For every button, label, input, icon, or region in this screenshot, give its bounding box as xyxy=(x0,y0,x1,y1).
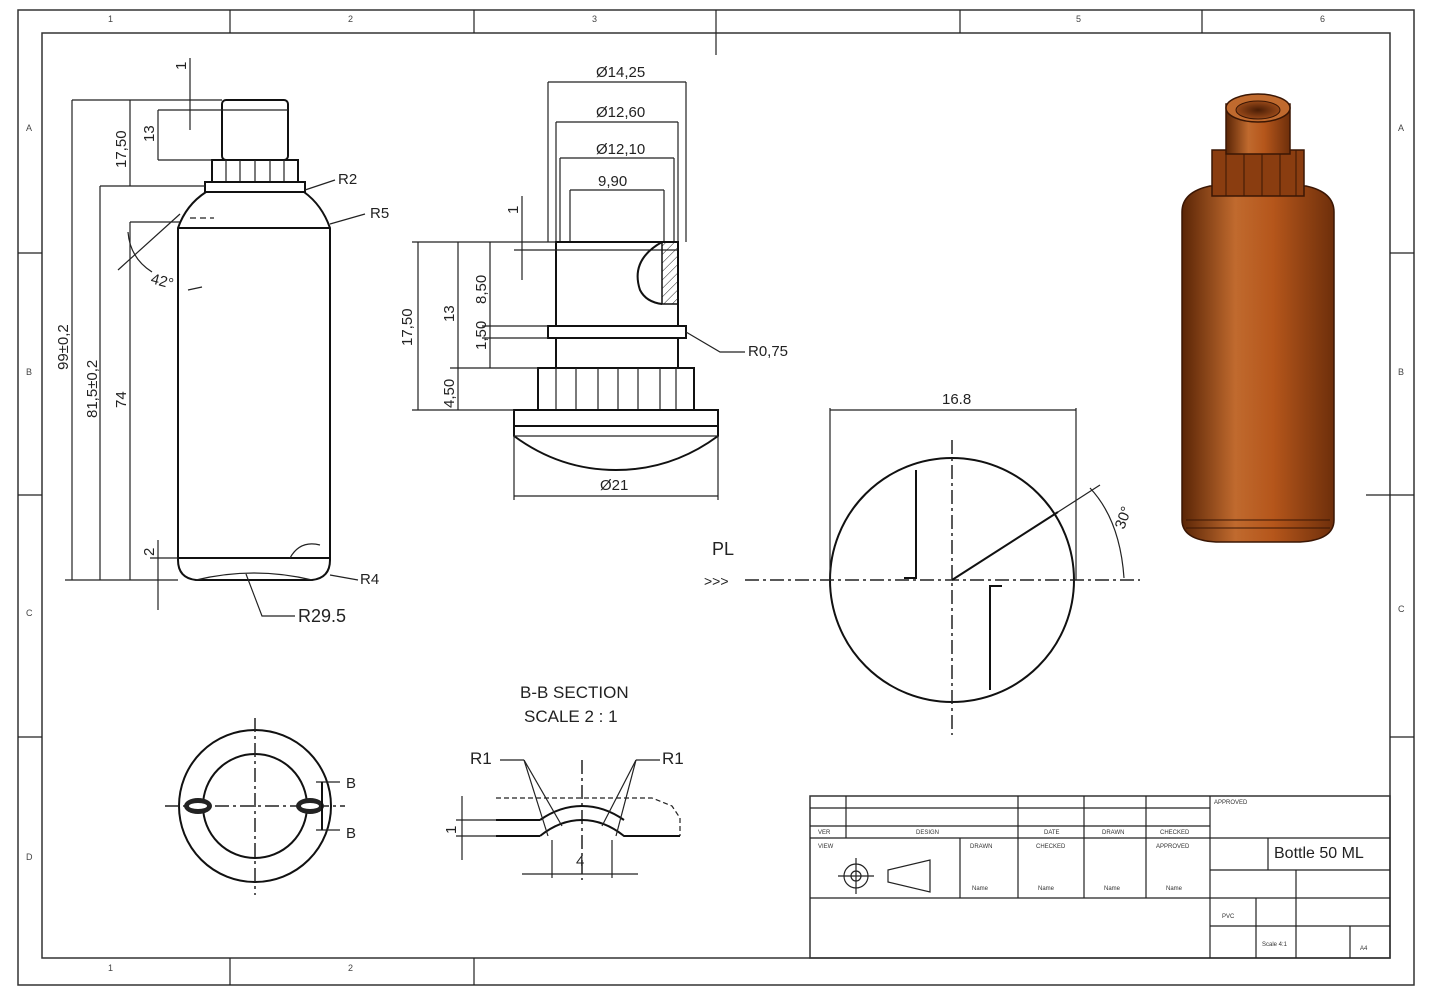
tb-part-title: Bottle 50 ML xyxy=(1274,845,1364,862)
zone-row-a: A xyxy=(26,123,32,133)
title-block: VER DESIGN DATE DRAWN CHECKED APPROVED V… xyxy=(809,795,1391,959)
neck-detail-view: Ø14,25 Ø12,60 Ø12,10 9,90 1 17,50 13 8,5… xyxy=(399,64,788,500)
zone-row-c: C xyxy=(26,608,33,618)
zone-col-6: 6 xyxy=(1320,14,1325,24)
dim-neck-h-total: 17,50 xyxy=(399,308,416,346)
section-mark-top: B xyxy=(346,775,356,792)
dim-neck-h-upper: 8,50 xyxy=(473,275,490,304)
zone-labels: 1 2 3 5 6 1 2 A B C D A B C xyxy=(26,14,1405,973)
dim-neck-height: 17,50 xyxy=(113,130,130,168)
tb-header-checked: CHECKED xyxy=(1160,830,1190,836)
zone-col-3: 3 xyxy=(592,14,597,24)
tb-header-ver: VER xyxy=(818,830,831,836)
dim-neck-h-ring: 1,50 xyxy=(473,321,490,350)
tb-header-approved: APPROVED xyxy=(1214,800,1248,806)
dim-r2: R2 xyxy=(338,171,357,188)
dim-shoulder-angle: 42° xyxy=(149,270,175,292)
sheet-frame xyxy=(17,9,1415,986)
dim-neck-h-thread: 13 xyxy=(441,305,458,322)
zone-row-a-right: A xyxy=(1398,123,1404,133)
dim-r-base: R29.5 xyxy=(298,606,346,626)
section-mark-bottom: B xyxy=(346,825,356,842)
tb-header-date: DATE xyxy=(1044,830,1060,836)
pl-arrows: >>> xyxy=(704,573,729,589)
dim-d-12-10: Ø12,10 xyxy=(596,141,645,158)
dim-neck-h-collar: 4,50 xyxy=(441,379,458,408)
tb-sign-3: Name xyxy=(1104,886,1121,892)
dim-r5: R5 xyxy=(370,205,389,222)
zone-col-5: 5 xyxy=(1076,14,1081,24)
tb-header-design: DESIGN xyxy=(916,830,939,836)
tb-row-view: VIEW xyxy=(818,844,834,850)
top-view: >>> 16.8 30° PL xyxy=(704,391,1140,735)
tb-scale: Scale 4:1 xyxy=(1262,942,1288,948)
dim-overall-height: 99±0,2 xyxy=(55,324,72,370)
section-radius-left: R1 xyxy=(470,749,492,768)
dim-neck-top-gap: 1 xyxy=(505,206,522,214)
zone-col-1-bottom: 1 xyxy=(108,963,113,973)
tb-sign-4: Name xyxy=(1166,886,1183,892)
dim-d-21: Ø21 xyxy=(600,477,628,494)
dim-r4: R4 xyxy=(360,571,379,588)
zone-row-b-right: B xyxy=(1398,367,1404,377)
parting-line-label: PL xyxy=(712,539,734,559)
dim-d-12-60: Ø12,60 xyxy=(596,104,645,121)
section-scale: SCALE 2 : 1 xyxy=(524,707,618,726)
tb-row-approved: APPROVED xyxy=(1156,844,1190,850)
section-bb: B-B SECTION SCALE 2 : 1 R1 R1 1 4 xyxy=(443,683,684,880)
dim-w-9-90: 9,90 xyxy=(598,173,627,190)
dim-top-width: 16.8 xyxy=(942,391,971,408)
zone-row-b: B xyxy=(26,367,32,377)
front-view: 99±0,2 81,5±0,2 74 17,50 13 1 2 42° R2 R… xyxy=(55,58,389,626)
tb-sign-2: Name xyxy=(1038,886,1055,892)
section-width: 4 xyxy=(576,853,584,870)
bottom-view: B B xyxy=(165,718,356,895)
dim-d-14-25: Ø14,25 xyxy=(596,64,645,81)
zone-col-2-bottom: 2 xyxy=(348,963,353,973)
tb-sign-1: Name xyxy=(972,886,989,892)
zone-col-1: 1 xyxy=(108,14,113,24)
section-radius-right: R1 xyxy=(662,749,684,768)
dim-shoulder-height: 81,5±0,2 xyxy=(84,360,101,418)
zone-row-c-right: C xyxy=(1398,604,1405,614)
tb-material: PVC xyxy=(1222,914,1235,920)
tb-header-drawn: DRAWN xyxy=(1102,830,1124,836)
zone-row-d: D xyxy=(26,852,33,862)
dim-r0-75: R0,75 xyxy=(748,343,788,360)
bottle-3d-render xyxy=(1181,93,1335,543)
dim-body-height: 74 xyxy=(113,391,130,408)
dim-finish-height: 13 xyxy=(141,125,158,142)
tb-sheet-size: A4 xyxy=(1360,946,1368,952)
dim-top-angle: 30° xyxy=(1112,504,1136,531)
section-title: B-B SECTION xyxy=(520,683,629,702)
zone-col-2: 2 xyxy=(348,14,353,24)
tb-row-drawn: DRAWN xyxy=(970,844,992,850)
section-depth: 1 xyxy=(443,826,460,834)
dim-base-gap: 2 xyxy=(141,548,158,556)
tb-row-checked: CHECKED xyxy=(1036,844,1066,850)
dim-top-gap: 1 xyxy=(173,62,190,70)
